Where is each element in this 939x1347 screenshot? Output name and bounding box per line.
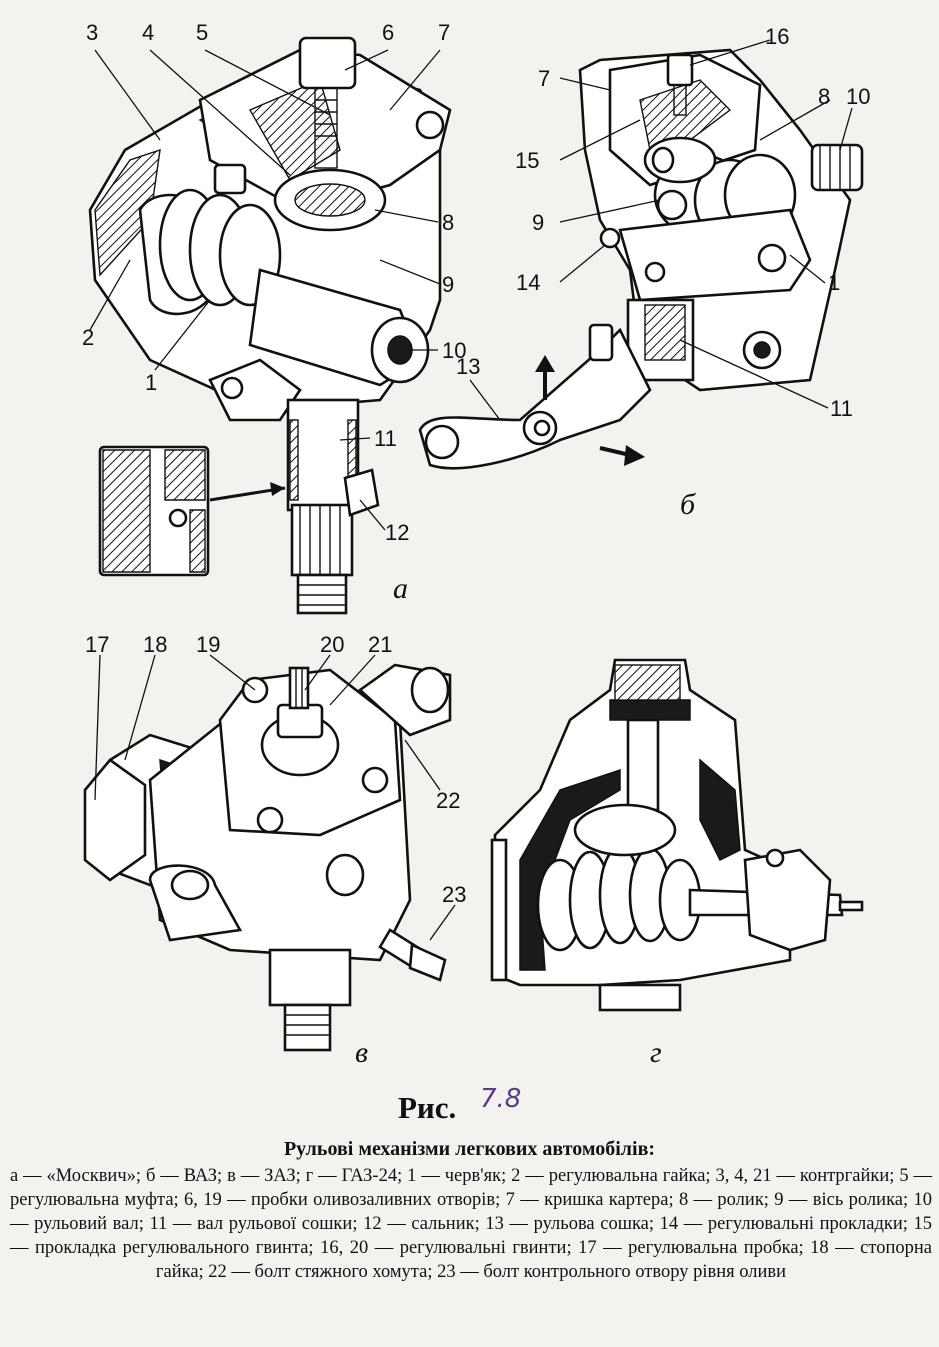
sub-label-g: г: [650, 1036, 662, 1069]
callout-1: 1: [145, 370, 157, 395]
callout-12: 12: [385, 520, 409, 545]
callout-1: 1: [828, 270, 840, 295]
callout-7: 7: [538, 66, 550, 91]
callout-4: 4: [142, 20, 154, 45]
callout-16: 16: [765, 24, 789, 49]
callout-5: 5: [196, 20, 208, 45]
sub-label-a: а: [393, 572, 408, 605]
callout-10: 10: [846, 84, 870, 109]
drawing-g-gaz24: г: [490, 658, 864, 1069]
callout-3: 3: [86, 20, 98, 45]
callout-15: 15: [515, 148, 539, 173]
caption-title: Рульові механізми легкових автомобілів:: [283, 1138, 656, 1160]
callout-21: 21: [368, 632, 392, 657]
callout-14: 14: [516, 270, 540, 295]
drawing-b-vaz: 7 16 8 10 15 9 14 1 11 13 б: [418, 24, 870, 521]
callout-20: 20: [320, 632, 344, 657]
callout-9: 9: [532, 210, 544, 235]
caption-body: а — «Москвич»; б — ВАЗ; в — ЗАЗ; г — ГАЗ…: [10, 1166, 932, 1282]
callout-11: 11: [830, 396, 853, 421]
callout-10: 10: [442, 338, 466, 363]
callout-6: 6: [382, 20, 394, 45]
callout-17: 17: [85, 632, 109, 657]
drawing-a-moskvich: 3 4 5 6 7 8 9 10 1 2 11 12 а: [82, 20, 466, 615]
drawing-v-zaz: 17 18 19 20 21 22 23 в: [83, 632, 466, 1069]
figure-prefix: Рис.: [398, 1090, 457, 1125]
callout-8: 8: [818, 84, 830, 109]
callout-13: 13: [456, 354, 480, 379]
sub-label-v: в: [355, 1036, 368, 1069]
steering-mechanisms-illustration: 3 4 5 6 7 8 9 10 1 2 11 12 а: [82, 20, 870, 1069]
figure-number-handwritten: 7.8: [480, 1084, 522, 1114]
callout-7: 7: [438, 20, 450, 45]
callout-2: 2: [82, 325, 94, 350]
callout-19: 19: [196, 632, 220, 657]
callout-11: 11: [374, 426, 397, 451]
callout-18: 18: [143, 632, 167, 657]
callout-23: 23: [442, 882, 466, 907]
figure-caption: Рис. 7.8 Рульові механізми легкових авто…: [0, 1084, 939, 1347]
sub-label-b: б: [680, 488, 696, 521]
callout-22: 22: [436, 788, 460, 813]
callout-8: 8: [442, 210, 454, 235]
callout-9: 9: [442, 272, 454, 297]
